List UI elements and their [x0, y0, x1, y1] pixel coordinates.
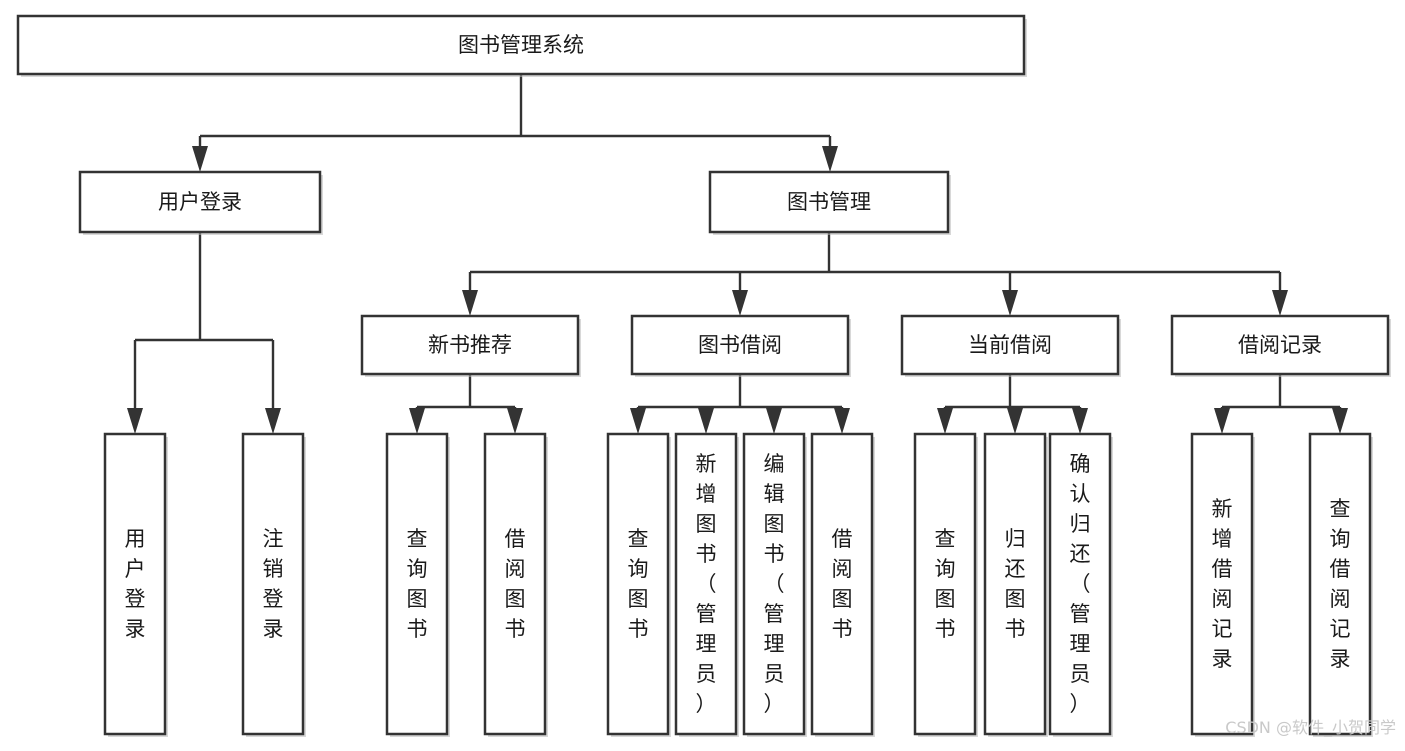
node-leaf-logout[interactable]: 注销登录 [241, 432, 306, 737]
arrowhead-icon [1214, 408, 1230, 434]
node-label: 确认归还（管理员） [1070, 452, 1091, 716]
node-box[interactable] [1190, 432, 1254, 736]
node-leaf-confirm-return-admin[interactable]: 确认归还（管理员） [1048, 432, 1113, 737]
node-label: 新增借阅记录 [1212, 497, 1233, 671]
node-box[interactable] [810, 432, 874, 736]
arrowhead-icon [127, 408, 143, 434]
node-box[interactable] [606, 432, 670, 736]
arrowhead-icon [1002, 290, 1018, 316]
node-box[interactable] [78, 170, 322, 234]
node-new-book-recommend[interactable]: 新书推荐 [360, 314, 581, 377]
node-box[interactable] [1170, 314, 1390, 376]
node-label: 当前借阅 [968, 333, 1052, 357]
arrowhead-icon [822, 146, 838, 172]
arrowhead-icon [937, 408, 953, 434]
node-label: 查询借阅记录 [1330, 497, 1351, 671]
node-book-management[interactable]: 图书管理 [708, 170, 951, 235]
arrowhead-icon [1007, 408, 1023, 434]
arrowhead-icon [698, 408, 714, 434]
node-leaf-query-book-recommend[interactable]: 查询图书 [385, 432, 450, 737]
node-root[interactable]: 图书管理系统 [16, 14, 1027, 77]
node-borrow-record[interactable]: 借阅记录 [1170, 314, 1391, 377]
node-leaf-borrow-book-recommend[interactable]: 借阅图书 [483, 432, 548, 737]
node-label: 借阅图书 [832, 527, 853, 641]
node-label: 编辑图书（管理员） [764, 452, 785, 716]
connector-layer [127, 74, 1348, 434]
node-box[interactable] [742, 432, 806, 736]
node-current-borrow[interactable]: 当前借阅 [900, 314, 1121, 377]
node-leaf-return-book[interactable]: 归还图书 [983, 432, 1048, 737]
node-box[interactable] [913, 432, 977, 736]
arrowhead-icon [1272, 290, 1288, 316]
arrowhead-icon [192, 146, 208, 172]
node-label: 图书借阅 [698, 333, 782, 357]
node-leaf-query-borrow-record[interactable]: 查询借阅记录 [1308, 432, 1373, 737]
node-box[interactable] [16, 14, 1026, 76]
arrowhead-icon [507, 408, 523, 434]
node-leaf-query-book-current[interactable]: 查询图书 [913, 432, 978, 737]
node-box[interactable] [241, 432, 305, 736]
node-label: 借阅记录 [1238, 333, 1322, 357]
node-box[interactable] [385, 432, 449, 736]
node-box[interactable] [674, 432, 738, 736]
arrowhead-icon [462, 290, 478, 316]
node-layer: 图书管理系统用户登录图书管理新书推荐图书借阅当前借阅借阅记录用户登录注销登录查询… [16, 14, 1391, 737]
arrowhead-icon [766, 408, 782, 434]
node-label: 新增图书（管理员） [696, 452, 717, 716]
arrowhead-icon [265, 408, 281, 434]
node-box[interactable] [900, 314, 1120, 376]
node-label: 查询图书 [407, 527, 428, 641]
node-label: 用户登录 [125, 527, 146, 641]
arrowhead-icon [630, 408, 646, 434]
node-box[interactable] [1308, 432, 1372, 736]
node-leaf-query-book-borrow[interactable]: 查询图书 [606, 432, 671, 737]
node-box[interactable] [630, 314, 850, 376]
node-box[interactable] [1048, 432, 1112, 736]
node-box[interactable] [708, 170, 950, 234]
node-box[interactable] [103, 432, 167, 736]
node-label: 注销登录 [263, 527, 284, 641]
node-label: 查询图书 [935, 527, 956, 641]
node-label: 图书管理 [787, 190, 871, 214]
node-label: 用户登录 [158, 190, 242, 214]
node-leaf-borrow-book[interactable]: 借阅图书 [810, 432, 875, 737]
node-box[interactable] [983, 432, 1047, 736]
node-label: 图书管理系统 [458, 33, 584, 57]
node-leaf-user-login[interactable]: 用户登录 [103, 432, 168, 737]
arrowhead-icon [732, 290, 748, 316]
node-box[interactable] [360, 314, 580, 376]
arrowhead-icon [1072, 408, 1088, 434]
csdn-watermark: CSDN @软件_小贺同学 [1225, 718, 1396, 738]
arrowhead-icon [409, 408, 425, 434]
node-leaf-add-borrow-record[interactable]: 新增借阅记录 [1190, 432, 1255, 737]
node-label: 借阅图书 [505, 527, 526, 641]
node-box[interactable] [483, 432, 547, 736]
node-label: 查询图书 [628, 527, 649, 641]
arrowhead-icon [834, 408, 850, 434]
node-label: 归还图书 [1005, 527, 1026, 641]
arrowhead-icon [1332, 408, 1348, 434]
node-leaf-edit-book-admin[interactable]: 编辑图书（管理员） [742, 432, 807, 737]
node-user-login[interactable]: 用户登录 [78, 170, 323, 235]
node-book-borrow[interactable]: 图书借阅 [630, 314, 851, 377]
node-leaf-add-book-admin[interactable]: 新增图书（管理员） [674, 432, 739, 737]
node-label: 新书推荐 [428, 333, 512, 357]
